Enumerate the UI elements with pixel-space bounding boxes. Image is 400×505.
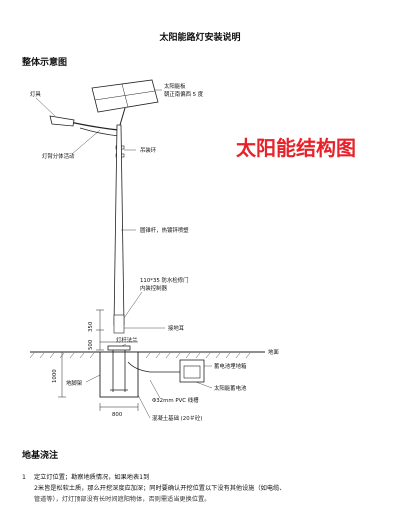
lamp-head	[49, 115, 75, 127]
label-pole: 圆锥杆，热镀锌喷塑	[140, 226, 189, 234]
label-solar-panel-1: 太阳能板	[164, 82, 186, 90]
lamp-arm	[69, 121, 120, 131]
dim-350: 350	[88, 321, 94, 332]
label-foundation: 混凝土基础 (20＃砼)	[152, 414, 203, 422]
label-hoop: 吊装环	[140, 146, 157, 154]
document-title: 太阳能路灯安装说明	[159, 33, 241, 43]
solar-lamp-diagram: 灯具 太阳能板 朝正南偏西 5 度 灯臂分体活动 吊装环 圆锥杆，热镀锌喷塑 1…	[29, 79, 356, 422]
paragraph-number: 1	[22, 474, 26, 481]
dim-500: 500	[88, 339, 94, 350]
label-grounding-ear: 接地耳	[168, 324, 185, 332]
label-pipe: Φ32mm PVC 线槽	[152, 396, 199, 404]
label-door-1: 110*35 防水检修门	[140, 276, 189, 284]
dim-1000: 1000	[52, 369, 58, 383]
label-battery: 太阳能蓄电池	[214, 384, 247, 392]
label-battery-box: 蓄电池埋地箱	[214, 362, 247, 370]
battery	[183, 365, 201, 379]
label-door-2: 内装控制器	[140, 284, 168, 292]
pvc-pipe	[127, 361, 180, 373]
watermark-title: 太阳能结构图	[236, 136, 356, 160]
flange	[107, 345, 131, 351]
section-heading-foundation: 地基浇注	[22, 451, 59, 461]
label-flange: 灯杆法兰	[116, 336, 138, 344]
panel-bracket	[119, 107, 126, 126]
section-heading-overview: 整体示意图	[22, 58, 68, 68]
label-anchor: 地脚架	[66, 379, 83, 387]
paragraph-line-2: 2米皆是松软土质，那么开挖深度应加深；同时要确认开挖位置以下没有其他设施（如电缆…	[34, 485, 286, 492]
paragraph-line-3: 管道等），灯灯顶部没有长时间遮阳物体，否则需适当更换位置。	[34, 496, 211, 503]
label-lamp-head: 灯具	[30, 90, 41, 98]
service-door	[113, 314, 125, 334]
label-ground: 地面	[268, 348, 279, 356]
dim-800: 800	[112, 412, 123, 418]
concrete-foundation	[99, 351, 139, 398]
label-lamp-arm: 灯臂分体活动	[42, 152, 75, 160]
label-solar-panel-2: 朝正南偏西 5 度	[164, 90, 204, 98]
